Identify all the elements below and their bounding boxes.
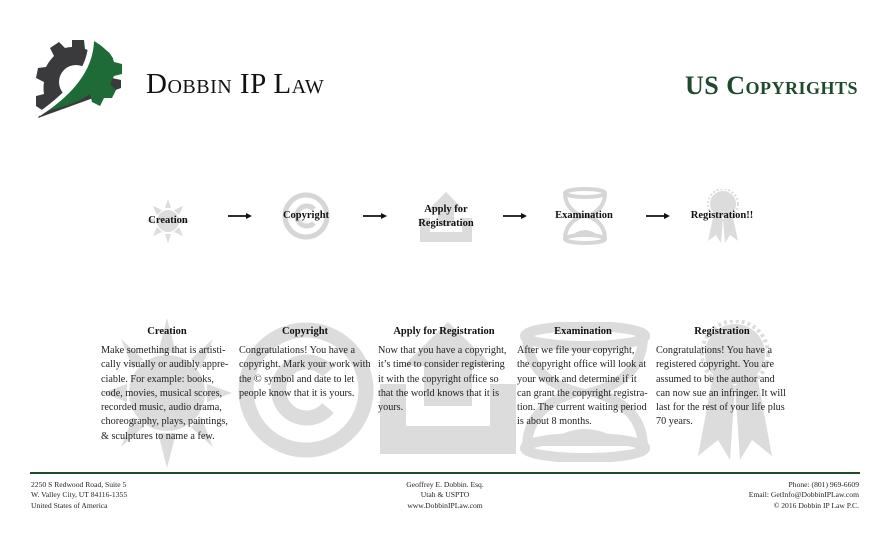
hourglass-background-icon: [520, 322, 650, 462]
arrow-right-icon: [503, 213, 527, 219]
website-link[interactable]: www.DobbinIPLaw.com: [407, 500, 483, 510]
arrow-right-icon: [228, 213, 252, 219]
gear-logo-icon: [36, 36, 122, 118]
copyright-icon: [282, 192, 330, 240]
sun-icon: [146, 199, 190, 243]
award-ribbon-background-icon: [698, 320, 772, 460]
phone-number: Phone: (801) 969-6609: [788, 480, 859, 489]
footer-divider: [30, 472, 860, 474]
flow-label-examination: Examination: [555, 210, 613, 222]
upload-background-icon: [380, 322, 516, 454]
flow-label-creation: Creation: [148, 215, 188, 227]
copyright-background-icon: [238, 322, 374, 458]
section-body: After we file your copyright, the copyri…: [517, 345, 648, 428]
flow-label-registration: Registration!!: [690, 210, 754, 222]
section-body: Make something that is artisti-cally vis…: [101, 345, 229, 442]
section-title: Apply for Registration: [393, 326, 495, 337]
award-ribbon-icon: [707, 189, 739, 243]
section-title: Creation: [147, 326, 187, 337]
flow-step-apply-for-registration: Apply for Registration: [386, 182, 506, 252]
section-title: Registration: [694, 326, 750, 337]
section-title: Copyright: [281, 326, 329, 337]
document-title: US Copyrights: [684, 71, 858, 100]
section-apply-for-registration: Apply for Registration Now that you have…: [378, 326, 510, 415]
arrow-right-icon: [646, 213, 670, 219]
section-copyright: Copyright Congratulations! You have a co…: [239, 326, 371, 401]
flow-step-creation: Creation: [108, 186, 228, 256]
flow-step-examination: Examination: [524, 181, 644, 251]
footer-attorney: Geoffrey E. Dobbin. Esq. Utah & USPTO ww…: [345, 480, 545, 511]
upload-icon: [420, 192, 472, 242]
firm-name: Dobbin IP Law: [146, 68, 325, 100]
footer-contact: Phone: (801) 969-6609 Email: GetInfo@Dob…: [749, 480, 859, 511]
flow-label-apply-for-registration: Apply for Registration: [418, 204, 474, 229]
section-body: Congratulations! You have a copyright. M…: [239, 345, 371, 399]
footer-address: 2250 S Redwood Road, Suite 5 W. Valley C…: [31, 480, 128, 510]
arrow-right-icon: [363, 213, 387, 219]
flow-label-copyright: Copyright: [282, 210, 330, 222]
email-link[interactable]: Email: GetInfo@DobbinIPLaw.com: [748, 490, 859, 500]
flow-step-copyright: Copyright: [246, 181, 366, 251]
section-title: Examination: [554, 326, 612, 337]
section-registration: Registration Congratulations! You have a…: [656, 326, 788, 430]
hourglass-icon: [563, 187, 607, 245]
section-body: Now that you have a copyright, it’s time…: [378, 345, 507, 414]
sun-background-icon: [102, 318, 232, 468]
section-examination: Examination After we file your copyright…: [517, 326, 649, 430]
flow-step-registration: Registration!!: [662, 181, 782, 251]
section-creation: Creation Make something that is artisti-…: [101, 326, 233, 444]
copyright-notice: © 2016 Dobbin IP Law P.C.: [773, 500, 859, 510]
section-body: Congratulations! You have a registered c…: [656, 345, 786, 428]
